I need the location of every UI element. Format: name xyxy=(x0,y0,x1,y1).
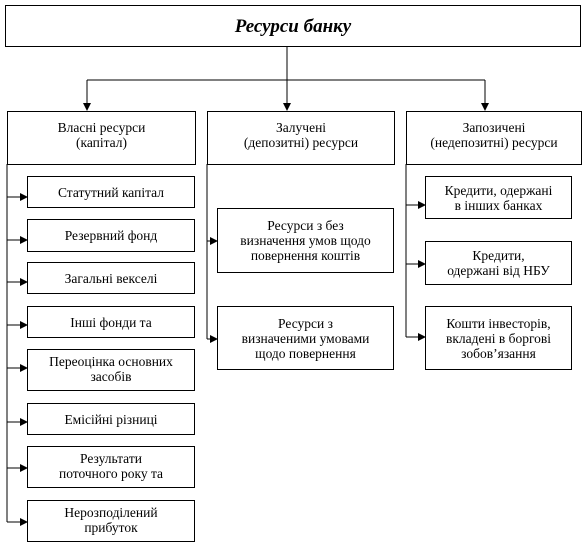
header-own-resources: Власні ресурси (капітал) xyxy=(7,111,196,165)
item-reserve-fund: Резервний фонд xyxy=(27,219,195,252)
item-interbank-loans: Кредити, одержані в інших банках xyxy=(425,176,572,219)
item-general-bills: Загальні векселі xyxy=(27,262,195,294)
diagram-title: Ресурси банку xyxy=(5,5,581,47)
item-share-premium: Емісійні різниці xyxy=(27,403,195,435)
item-resources-with-return-terms: Ресурси з визначеними умовами щодо повер… xyxy=(217,306,394,370)
header-borrowed-resources: Запозичені (недепозитні) ресурси xyxy=(406,111,582,165)
item-nbu-loans: Кредити, одержані від НБУ xyxy=(425,241,572,285)
header-attracted-resources: Залучені (депозитні) ресурси xyxy=(207,111,395,165)
item-other-funds: Інші фонди та xyxy=(27,306,195,338)
item-current-year-results: Результати поточного року та xyxy=(27,446,195,488)
item-resources-no-return-terms: Ресурси з без визначення умов щодо повер… xyxy=(217,208,394,273)
item-fixed-assets-revaluation: Переоцінка основних засобів xyxy=(27,349,195,391)
item-retained-earnings: Нерозподілений прибуток xyxy=(27,500,195,542)
item-investor-debt-funds: Кошти інвесторів, вкладені в боргові зоб… xyxy=(425,306,572,370)
item-authorized-capital: Статутний капітал xyxy=(27,176,195,208)
